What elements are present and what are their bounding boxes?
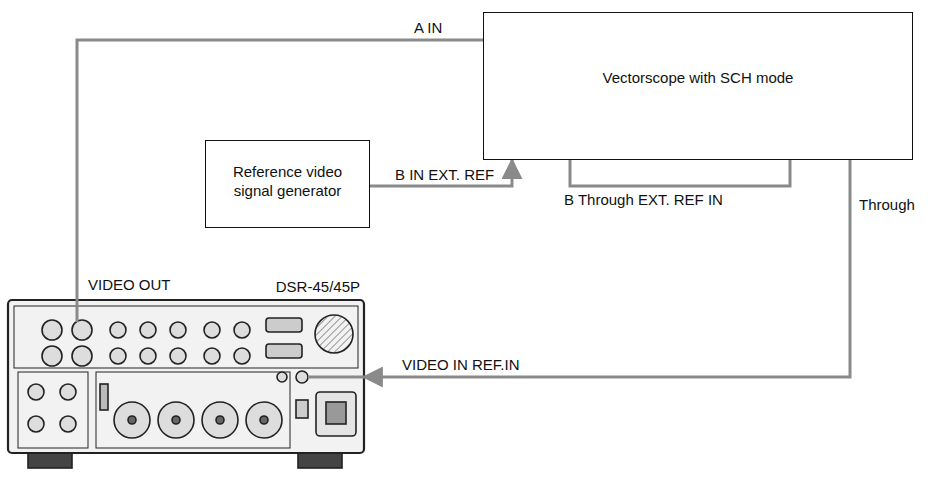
cable-label: A IN bbox=[412, 19, 444, 37]
cable-label: B IN EXT. REF bbox=[393, 166, 496, 184]
device-panel bbox=[8, 300, 364, 468]
signal-cable bbox=[364, 160, 850, 377]
node-text: Vectorscope with SCH mode bbox=[494, 69, 902, 88]
signal-label: VIDEO IN REF.IN bbox=[400, 356, 522, 374]
signal-label: VIDEO OUT bbox=[86, 276, 173, 294]
device-wire bbox=[77, 300, 364, 377]
cable-label: Through bbox=[857, 196, 917, 214]
device-unit: DSR-45/45P bbox=[8, 300, 364, 453]
signal-label: B Through EXT. REF IN bbox=[562, 191, 725, 209]
node-text: Reference video signal generator bbox=[216, 163, 359, 201]
instrument-box: Vectorscope with SCH mode bbox=[483, 12, 913, 160]
signal-cable bbox=[370, 160, 512, 186]
generator-box: Reference video signal generator bbox=[205, 140, 370, 228]
node-text: DSR-45/45P bbox=[276, 278, 360, 297]
